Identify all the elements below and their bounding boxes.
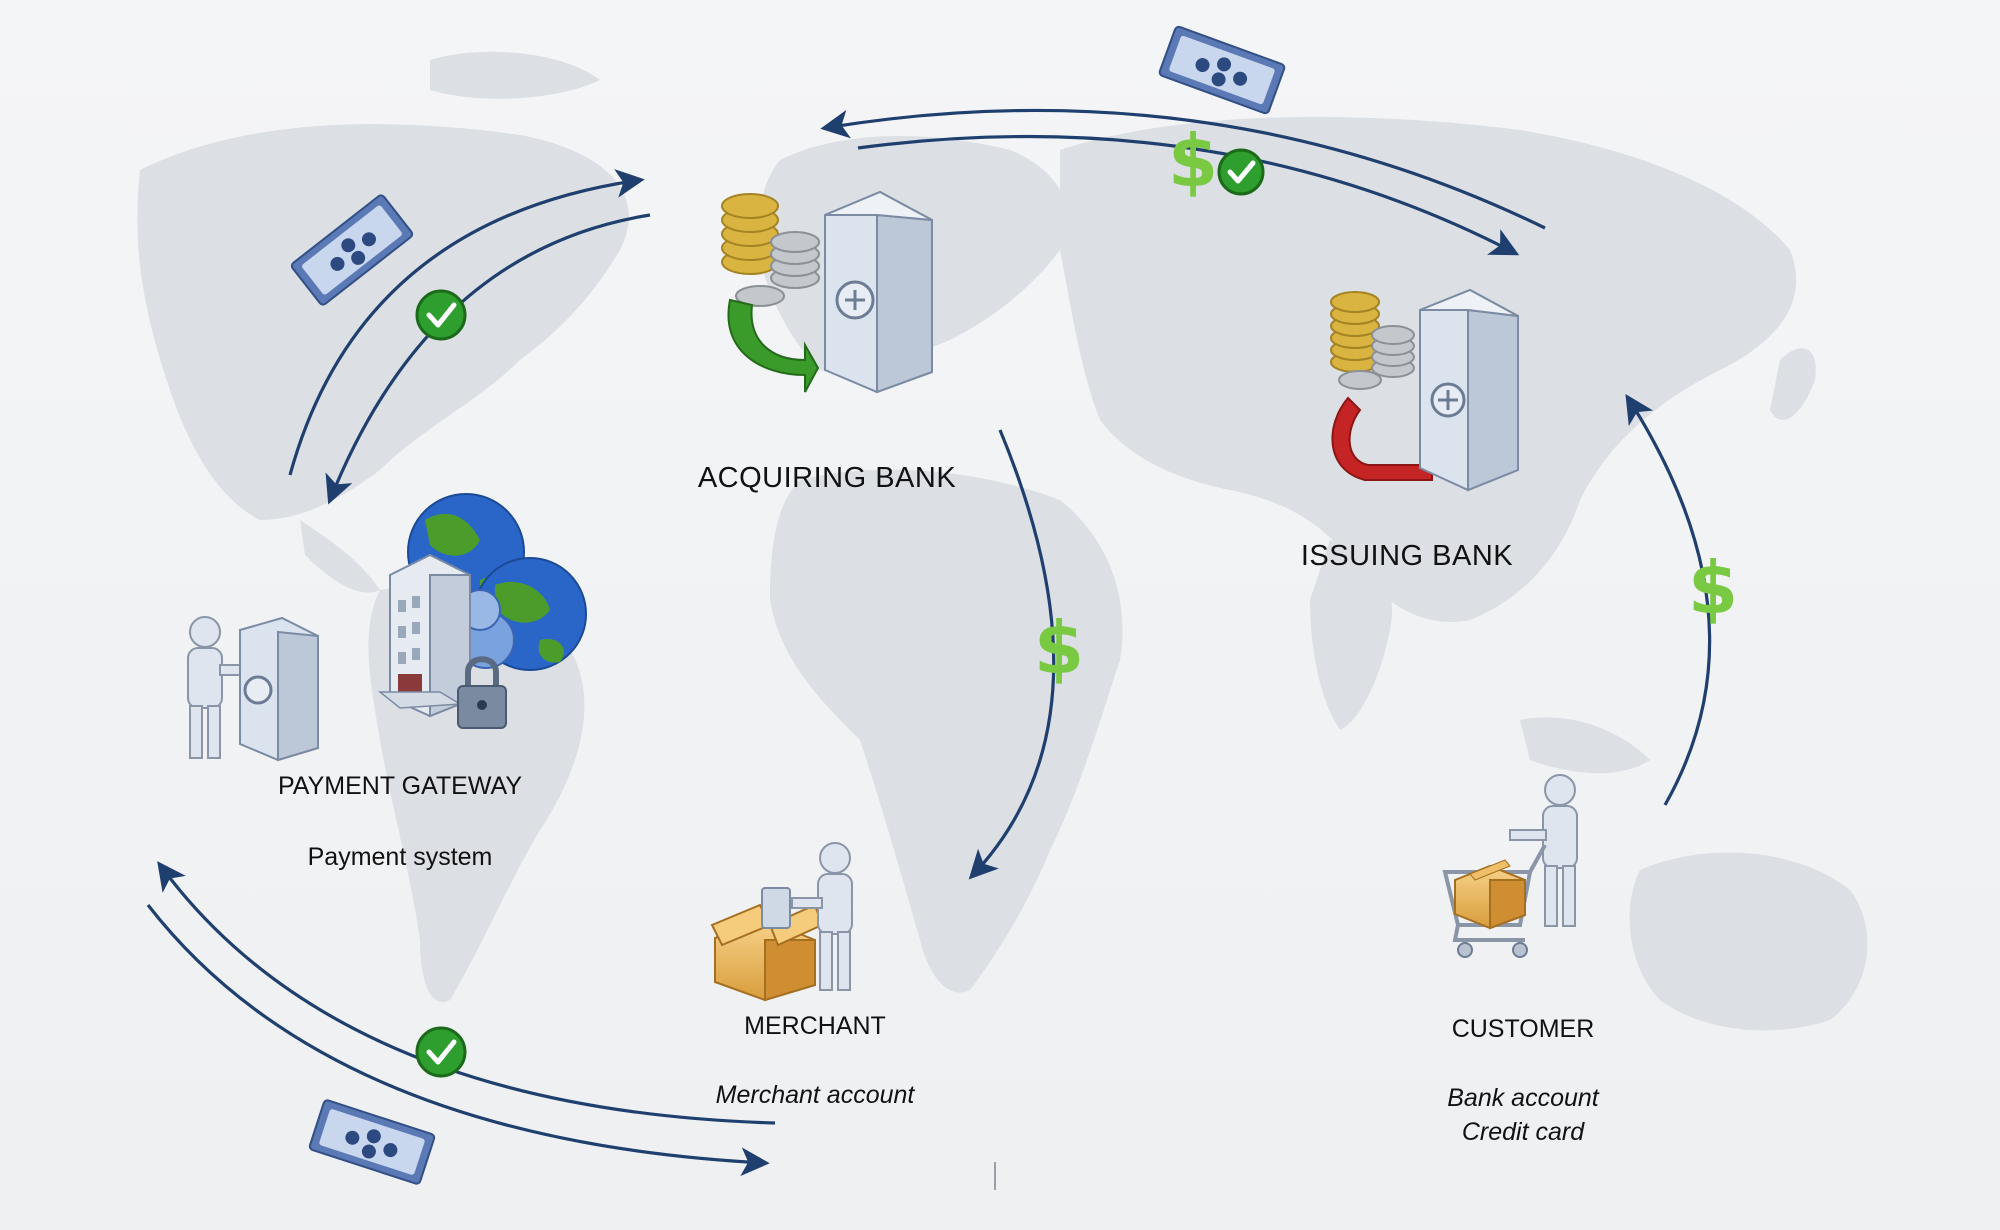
card-terminal-icon-left bbox=[290, 194, 414, 306]
customer-label: CUSTOMER bbox=[1451, 1015, 1595, 1043]
arrow-acquiring-to-merchant bbox=[968, 429, 1056, 880]
payment-gateway-label: PAYMENT GATEWAY bbox=[277, 772, 522, 800]
merchant-icon bbox=[710, 842, 853, 1002]
card-terminal-icon-top bbox=[1158, 25, 1286, 115]
merchant-account-label: Merchant account bbox=[715, 1081, 915, 1109]
check-icon-bottom bbox=[415, 1026, 467, 1078]
dollar-icon-customer-issuing: $ bbox=[1688, 546, 1739, 630]
issuing-bank-icon bbox=[1330, 288, 1519, 492]
card-terminal-icon-bottom bbox=[308, 1099, 436, 1185]
arrow-issuing-to-acquiring bbox=[820, 108, 1546, 230]
bank-account-label: Bank account bbox=[1447, 1084, 1599, 1112]
merchant-label: MERCHANT bbox=[744, 1012, 886, 1040]
acquiring-bank-icon bbox=[721, 190, 933, 394]
payment-gateway-icon bbox=[187, 493, 587, 762]
payment-system-label: Payment system bbox=[307, 843, 493, 871]
issuing-bank-label: ISSUING BANK bbox=[1300, 540, 1514, 572]
arrow-gateway-to-merchant bbox=[146, 904, 770, 1177]
credit-card-label: Credit card bbox=[1461, 1118, 1585, 1146]
arrow-acquiring-to-issuing bbox=[857, 134, 1520, 256]
check-icon-left bbox=[415, 289, 467, 341]
arrow-customer-to-issuing bbox=[1625, 393, 1712, 806]
dollar-icon-acquiring-merchant: $ bbox=[1034, 606, 1085, 690]
acquiring-bank-label: ACQUIRING BANK bbox=[697, 462, 957, 494]
check-icon-top bbox=[1217, 148, 1265, 196]
dollar-icon-top: $ bbox=[1168, 119, 1219, 203]
customer-icon bbox=[1442, 774, 1578, 958]
arrow-gateway-to-acquiring bbox=[288, 169, 645, 476]
arrow-merchant-to-gateway bbox=[157, 861, 776, 1125]
